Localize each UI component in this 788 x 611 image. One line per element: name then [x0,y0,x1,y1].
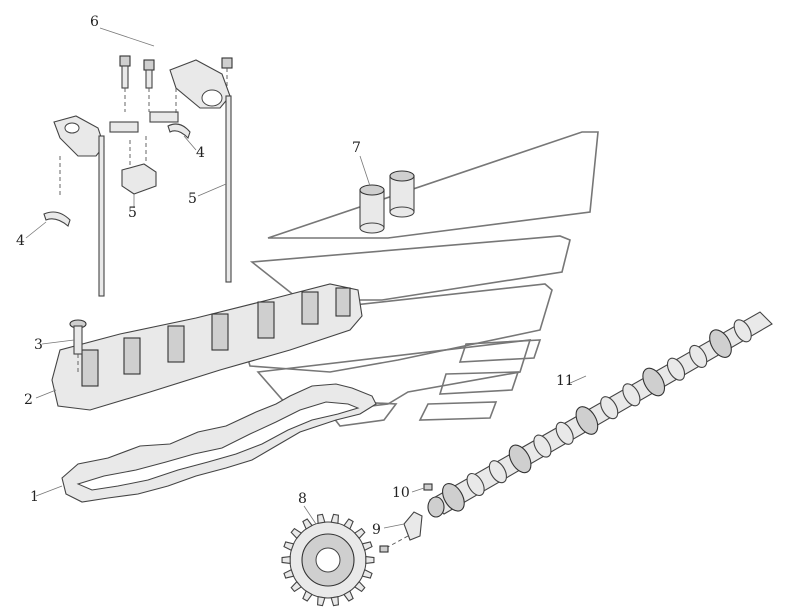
cam-lobe [622,383,641,407]
cam-lobe [575,406,599,435]
camshaft-part [427,311,773,518]
gear-tooth [330,596,339,607]
gear-tooth [343,590,354,602]
gear-tooth [353,580,366,593]
cam-lobe [689,344,708,368]
cam-lobe [488,460,507,484]
callout-4: 4 [196,145,205,161]
callout-4: 4 [16,233,25,249]
bolt-part [69,319,87,372]
callout-8: 8 [298,491,307,507]
callout-2: 2 [24,392,33,408]
watermark-logo-icon [234,131,599,427]
gear-tooth [290,580,303,593]
callout-10: 10 [392,485,410,501]
gear-tooth [302,590,313,602]
rocker-arm-right-part [149,59,231,123]
gear-tooth [361,568,373,579]
cam-lobe [533,434,552,458]
callout-1: 1 [30,489,39,505]
gear-tooth [365,555,375,565]
callout-3: 3 [34,337,43,353]
cam-lobe [709,329,732,358]
callout-11: 11 [556,373,574,389]
cam-lobe [555,421,574,445]
gear-tooth [283,541,295,552]
cam-lobe [642,367,666,397]
tappet-part [359,170,415,234]
cam-lobe [508,444,532,474]
gear-tooth [343,518,354,530]
callout-9: 9 [372,522,381,538]
cam-lobe [733,319,752,343]
gear-tooth [302,518,313,530]
callout-5: 5 [128,205,137,221]
gasket-part [61,383,377,503]
gear-tooth [290,527,303,540]
gear-tooth [361,541,373,552]
woodruff-key-part [423,483,433,491]
callout-5: 5 [188,191,197,207]
push-rod-part [98,95,232,297]
gear-tooth [330,513,339,524]
cam-lobe [666,357,686,381]
cam-lobe [466,472,485,497]
adjusting-screw-part [119,55,233,112]
camshaft-gear-part [281,513,375,607]
clip-part [43,123,191,227]
gear-tooth [317,596,326,607]
cam-lobe [600,396,619,420]
callout-7: 7 [352,140,361,156]
rocker-bracket-part [121,136,157,195]
gear-tooth [281,555,291,565]
cam-lobe [442,483,465,512]
gear-tooth [353,527,366,540]
thrust-plate-part [379,511,423,553]
gear-tooth [317,513,326,524]
callout-6: 6 [90,14,99,30]
leader-lines [25,27,587,529]
gear-tooth [283,568,295,579]
rocker-base-part [51,283,363,411]
